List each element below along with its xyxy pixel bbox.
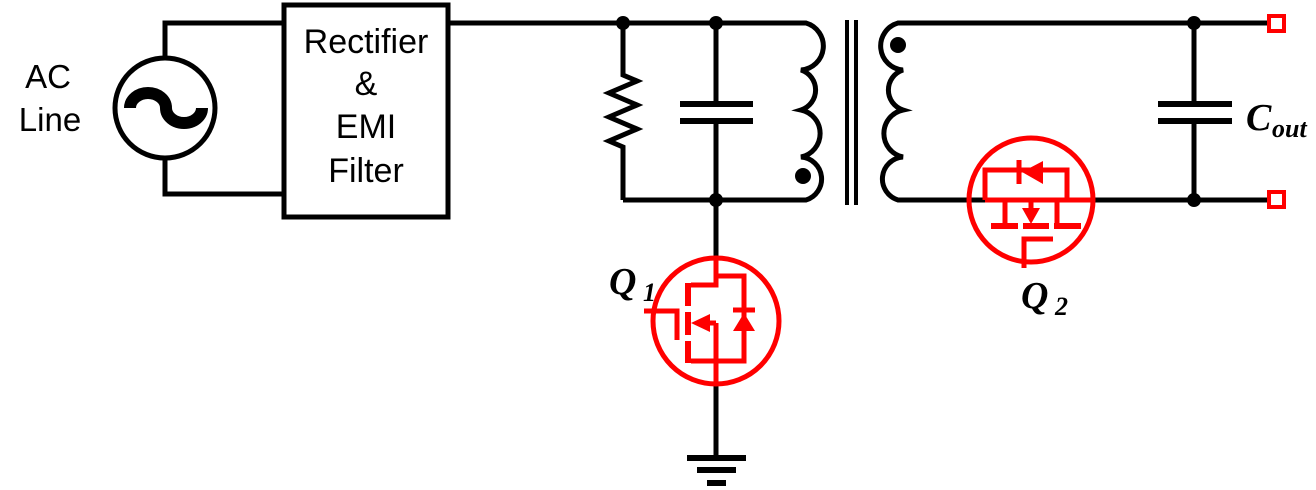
output-capacitor (1158, 23, 1232, 200)
q1-body-arrow (691, 314, 710, 332)
ac-label-line1: AC (25, 58, 71, 95)
rectifier-emi-filter-box (281, 2, 451, 220)
transformer-core (845, 20, 858, 205)
ground-symbol (687, 455, 746, 486)
snubber-resistor (602, 23, 644, 200)
q2-label-subscript: 2 (1054, 292, 1068, 321)
output-terminal-positive (1267, 14, 1286, 33)
ac-source-circle (112, 55, 218, 161)
sine-wave-icon (124, 87, 208, 129)
junction-dot (1187, 16, 1201, 30)
q2-circle (966, 135, 1096, 265)
mosfet-q1 (644, 255, 782, 387)
ac-source-loop-wires (162, 20, 284, 197)
block-label-line2: & (355, 65, 378, 103)
block-label-line3: EMI (336, 108, 396, 146)
block-label-line1: Rectifier (304, 23, 429, 61)
q1-leads (644, 258, 747, 383)
snubber-capacitor (680, 23, 753, 200)
q2-body-arrow (1022, 208, 1040, 224)
q1-label: Q (609, 261, 636, 303)
secondary-polarity-dot (890, 37, 906, 53)
q1-label-subscript: 1 (643, 278, 656, 307)
q2-label: Q (1021, 275, 1048, 317)
junction-dot (709, 16, 723, 30)
rectifier-emi-filter-block: Rectifier & EMI Filter (281, 2, 451, 220)
ac-source (112, 20, 284, 197)
junction-dot (1187, 193, 1201, 207)
snubber-capacitor-plates (680, 101, 753, 124)
block-label-line4: Filter (328, 152, 404, 190)
flyback-transformer (795, 20, 1269, 205)
output-capacitor-plates (1158, 101, 1232, 124)
q1-body-diode-triangle (733, 313, 755, 331)
output-terminal-negative (1267, 190, 1286, 209)
resistor-zigzag (602, 23, 644, 200)
junction-dot (616, 16, 630, 30)
cout-label-subscript: out (1272, 114, 1307, 143)
mosfet-q2 (966, 135, 1096, 268)
primary-polarity-dot (795, 168, 811, 184)
ground-bars (687, 455, 746, 486)
q2-body-diode-triangle (1022, 161, 1043, 184)
cout-label: C (1246, 97, 1272, 139)
ac-label-line2: Line (19, 101, 81, 138)
secondary-winding-and-rails (878, 20, 1269, 203)
primary-rail-and-winding (448, 20, 826, 203)
junction-dot (709, 193, 723, 207)
